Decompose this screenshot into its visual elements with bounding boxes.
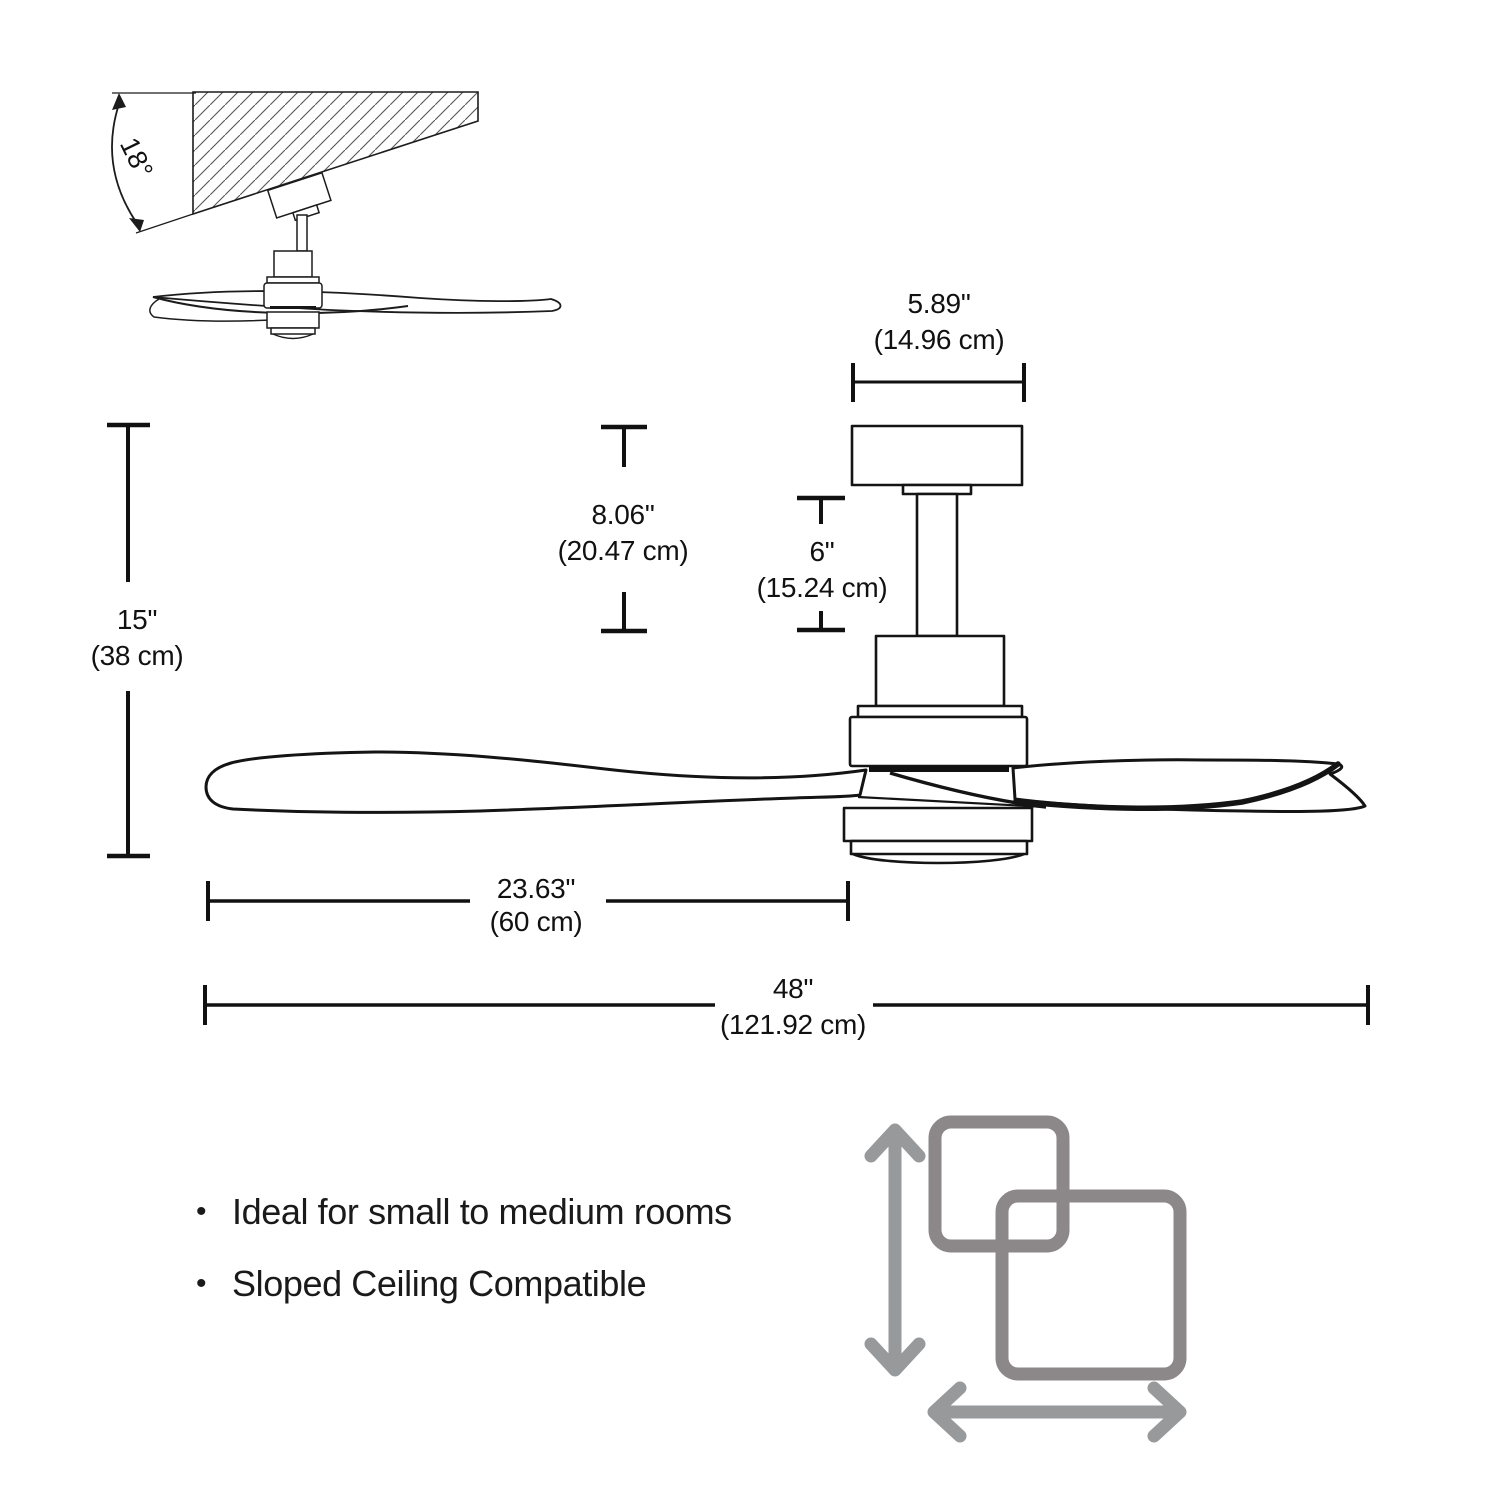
canopy [850,424,1024,487]
dim-downrod-inches: 6" [809,536,835,567]
dim-ceiling-to-motor-label: 8.06" (20.47 cm) [513,497,733,569]
small-fan-blades [152,290,562,314]
dim-canopy-width-label: 5.89" (14.96 cm) [829,286,1049,358]
dim-blade-span-inches: 48" [772,973,814,1004]
bullet-icon: • [196,1195,207,1228]
dim-blade-length-inches: 23.63" [496,873,576,904]
horizontal-measure-arrow-icon [927,1381,1187,1443]
small-fan [149,171,562,340]
dim-blade-length-label: 23.63" (60 cm) [426,872,646,938]
small-fan-motor-rim [266,276,320,284]
left-blade [204,750,868,814]
vertical-measure-arrow-icon [864,1123,926,1377]
small-fan-motor-body [263,282,323,309]
motor-trim [856,704,1024,719]
feature-text-rooms: Ideal for small to medium rooms [232,1191,732,1232]
dim-ceiling-to-motor-metric: (20.47 cm) [557,535,689,566]
angle-arc-arrowhead-bottom [129,218,144,232]
dim-blade-length-metric: (60 cm) [489,906,583,937]
dim-canopy-width-metric: (14.96 cm) [873,324,1005,355]
small-fan-blade-iron [270,306,316,309]
dim-overall-height-label: 15" (38 cm) [27,602,247,674]
small-fan-downrod [296,214,308,252]
angle-arc [111,103,137,223]
sloped-ceiling-block [192,91,479,216]
dim-blade-length-line [206,881,850,921]
dim-canopy-width-line [851,363,1026,402]
dim-blade-span-label: 48" (121.92 cm) [683,971,903,1043]
dim-ceiling-to-motor-inches: 8.06" [591,499,655,530]
dim-overall-height-metric: (38 cm) [90,640,184,671]
feature-item: • Ideal for small to medium rooms [196,1190,732,1234]
blade-iron-band [869,766,1009,772]
slope-extension-line [135,213,194,234]
sloped-ceiling-illustration [111,91,562,340]
feature-item: • Sloped Ceiling Compatible [196,1262,647,1306]
feature-text-sloped: Sloped Ceiling Compatible [232,1263,647,1304]
main-fan-drawing [204,424,1367,865]
motor-body [848,715,1029,768]
dim-downrod-metric: (15.24 cm) [756,572,888,603]
right-blade-trailing-edge [1013,761,1341,811]
angle-arc-arrowhead-top [112,93,126,110]
dim-overall-height-inches: 15" [116,604,158,635]
dim-canopy-width-inches: 5.89" [907,288,971,319]
small-fan-motor-upper [273,250,313,278]
room-size-icon [864,1115,1187,1443]
dim-overall-height-line [107,422,150,859]
small-fan-light-housing [266,311,320,329]
light-step [849,839,1029,856]
rear-blade-lower-edge [857,795,1047,809]
light-housing [842,806,1034,843]
large-square-icon [995,1189,1187,1381]
motor-upper [874,634,1006,708]
small-fan-light-step [270,327,316,335]
dim-downrod-label: 6" (15.24 cm) [712,534,932,606]
dim-blade-span-line [203,985,1370,1025]
light-dome [852,852,1025,865]
dim-ceiling-to-motor-line [601,424,647,634]
dim-downrod-line [797,495,845,633]
dim-blade-span-metric: (121.92 cm) [719,1009,867,1040]
downrod [915,492,959,638]
canopy-collar [901,483,973,496]
dimension-lines [107,363,1370,1025]
small-fan-light-dome [272,333,314,340]
bullet-icon: • [196,1267,207,1300]
